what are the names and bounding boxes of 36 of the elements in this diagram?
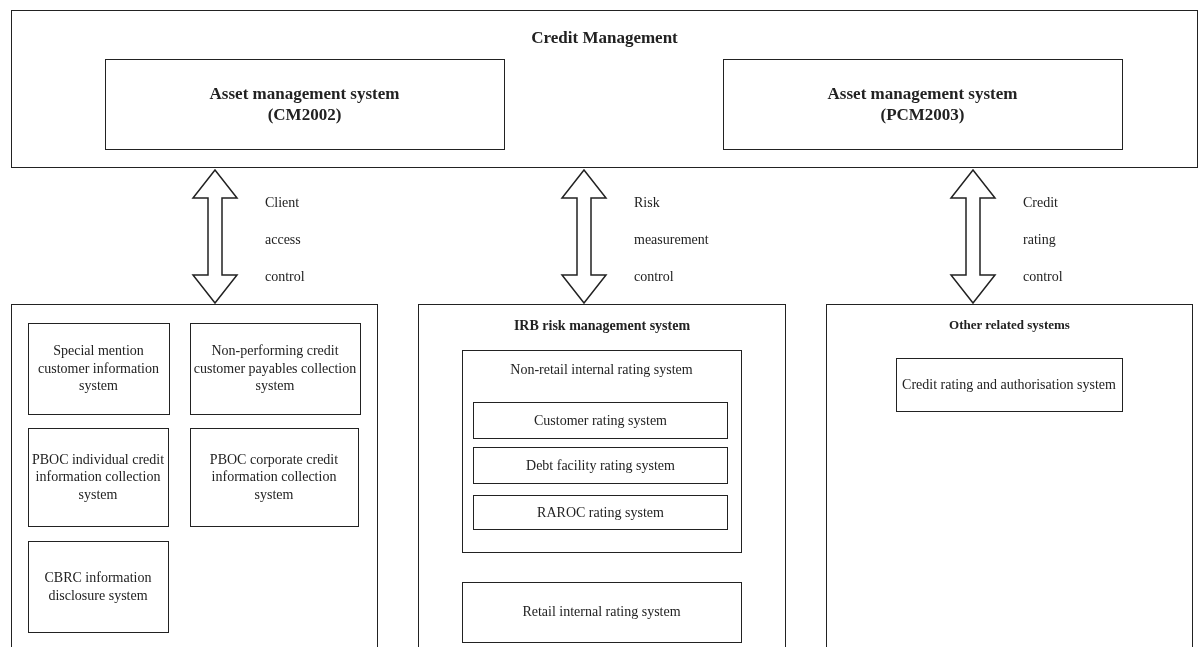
system-box — [27, 427, 169, 527]
node-label: PBOC corporate credit information collection system — [208, 450, 340, 504]
system-box — [189, 322, 361, 415]
system-box — [473, 447, 728, 484]
system-group-box — [11, 10, 1198, 168]
node-label: Asset management system (PCM2003) — [826, 82, 1019, 126]
node-label: Non-retail internal rating system — [510, 360, 693, 378]
double-block-arrow — [560, 168, 608, 305]
node-label: Credit rating and authorisation system — [902, 375, 1116, 394]
node-label: Debt facility rating system — [526, 456, 675, 475]
container-box — [11, 304, 378, 647]
system-box — [895, 357, 1123, 412]
system-box — [461, 581, 742, 643]
node-label: Asset management system (CM2002) — [208, 82, 401, 126]
node-label: Special mention customer information system — [37, 342, 160, 395]
node-label: Non-performing credit customer payables collection system — [193, 342, 357, 395]
system-box — [27, 322, 170, 415]
system-box — [27, 540, 169, 633]
node-label: CBRC information disclosure system — [43, 569, 153, 604]
system-box — [189, 427, 359, 527]
node-label: Customer rating system — [534, 411, 667, 430]
system-box — [473, 495, 728, 530]
system-box — [104, 58, 505, 150]
system-group-box — [826, 304, 1193, 647]
system-box — [722, 58, 1123, 150]
node-label: Other related systems — [949, 317, 1070, 334]
node-label: IRB risk management system — [513, 317, 691, 335]
node-label: PBOC individual credit information collection system — [31, 450, 165, 504]
system-box — [473, 402, 728, 439]
double-block-arrow — [191, 168, 239, 305]
node-label: Retail internal rating system — [522, 603, 681, 621]
system-group-box — [418, 304, 786, 647]
node-label: RAROC rating system — [537, 503, 664, 522]
node-label: Credit Management — [531, 27, 678, 49]
double-block-arrow — [949, 168, 997, 305]
system-group-box — [461, 349, 742, 553]
